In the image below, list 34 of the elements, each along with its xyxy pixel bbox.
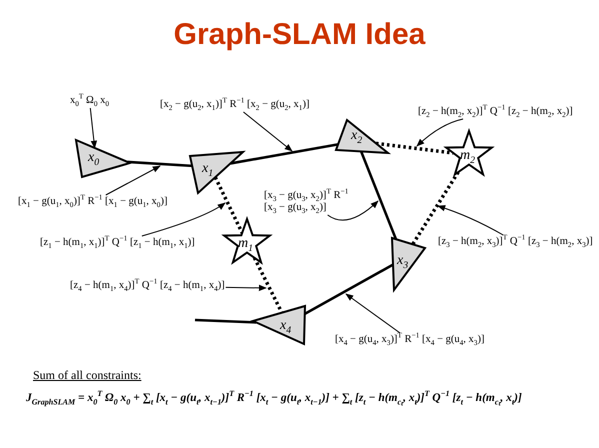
leader-arrow bbox=[141, 202, 226, 236]
dotted-edge bbox=[376, 142, 454, 155]
formula-text: [x$_{3}$ − g(u$_{3}$, x$_{2}$)]$^{T}$ R$^{−1}$ [x$_{3}$ − g(u$_{3}$, x$_{2}$)] bbox=[264, 190, 356, 214]
graph-edge bbox=[304, 263, 394, 316]
pose-triangle: x$_{0}$ bbox=[76, 140, 130, 177]
leader-arrow bbox=[242, 112, 293, 152]
formula-text: [z$_{2}$ − h(m$_{2}$, x$_{2}$)]$^{T}$ Q$^{−1}$ [z$_{2}$ − h(m$_{2}$, x$_{2}$)] bbox=[418, 106, 573, 118]
pose-triangle: x$_{3}$ bbox=[392, 238, 425, 290]
graph-edge bbox=[230, 143, 338, 165]
leader-arrow bbox=[416, 118, 464, 147]
leader-arrow bbox=[327, 200, 379, 221]
formula-text: [x$_{2}$ − g(u$_{2}$, x$_{1}$)]$^{T}$ R$^{−1}$ [x$_{2}$ − g(u$_{2}$, x$_{1}$)] bbox=[160, 99, 310, 111]
graph-edge bbox=[360, 150, 398, 240]
dotted-edge bbox=[252, 256, 284, 314]
leader-arrow bbox=[437, 205, 504, 236]
formula-text: [z$_{1}$ − h(m$_{1}$, x$_{1}$)]$^{T}$ Q$^{−1}$ [z$_{1}$ − h(m$_{1}$, x$_{1}$)] bbox=[40, 237, 195, 249]
leader-arrow bbox=[225, 284, 267, 292]
leader-arrow bbox=[345, 294, 401, 334]
pose-triangle: x$_{4}$ bbox=[253, 306, 305, 344]
formula-text: [x$_{1}$ − g(u$_{1}$, x$_{0}$)]$^{T}$ R$^{−1}$ [x$_{1}$ − g(u$_{1}$, x$_{0}$)] bbox=[18, 196, 168, 208]
leader-arrow bbox=[105, 166, 161, 196]
formula-text: [x$_{4}$ − g(u$_{4}$, x$_{3}$)]$^{T}$ R$^{−1}$ [x$_{4}$ − g(u$_{4}$, x$_{3}$)] bbox=[335, 334, 484, 346]
formula-text: [z$_{3}$ − h(m$_{2}$, x$_{3}$)]$^{T}$ Q$^{−1}$ [z$_{3}$ − h(m$_{2}$, x$_{3}$)] bbox=[438, 236, 593, 248]
pose-triangle: x$_{1}$ bbox=[190, 152, 243, 193]
dotted-edge bbox=[411, 171, 460, 246]
slide-title: Graph-SLAM Idea bbox=[174, 18, 426, 52]
formula-text: [z$_{4}$ − h(m$_{1}$, x$_{4}$)]$^{T}$ Q$^{−1}$ [z$_{4}$ − h(m$_{1}$, x$_{4}$)] bbox=[70, 280, 225, 292]
leader-arrow bbox=[90, 108, 98, 149]
formula-text: x$_{0}$$^{T}$ Ω$_{0}$ x$_{0}$ bbox=[70, 95, 110, 107]
heading-text: Sum of all constraints: bbox=[33, 368, 142, 383]
graph-edge bbox=[127, 160, 192, 168]
dotted-edge bbox=[214, 176, 244, 234]
equation-text: J$_{GraphSLAM}$ = x$_{0}$$^{T}$ Ω$_{0}$ x$_{0}$ + ∑$_{t}$ [x$_{t}$ − g(u$_{t}$, x$_{t−1}$)]$^{T}$ R$^{−1}$ [x$_{t}$ − g(u$_{t}$, x$_{t−1}$)] + ∑$_{t}$ [z$_{t}$ − h(m$_{cₜ}$, x$_{t}$)]$^{T}$ Q$^{−1}$ [z$_{t}$ − h(m$_{cₜ}$, x$_{t}$)] bbox=[26, 392, 522, 404]
graph-edge bbox=[194, 318, 256, 324]
